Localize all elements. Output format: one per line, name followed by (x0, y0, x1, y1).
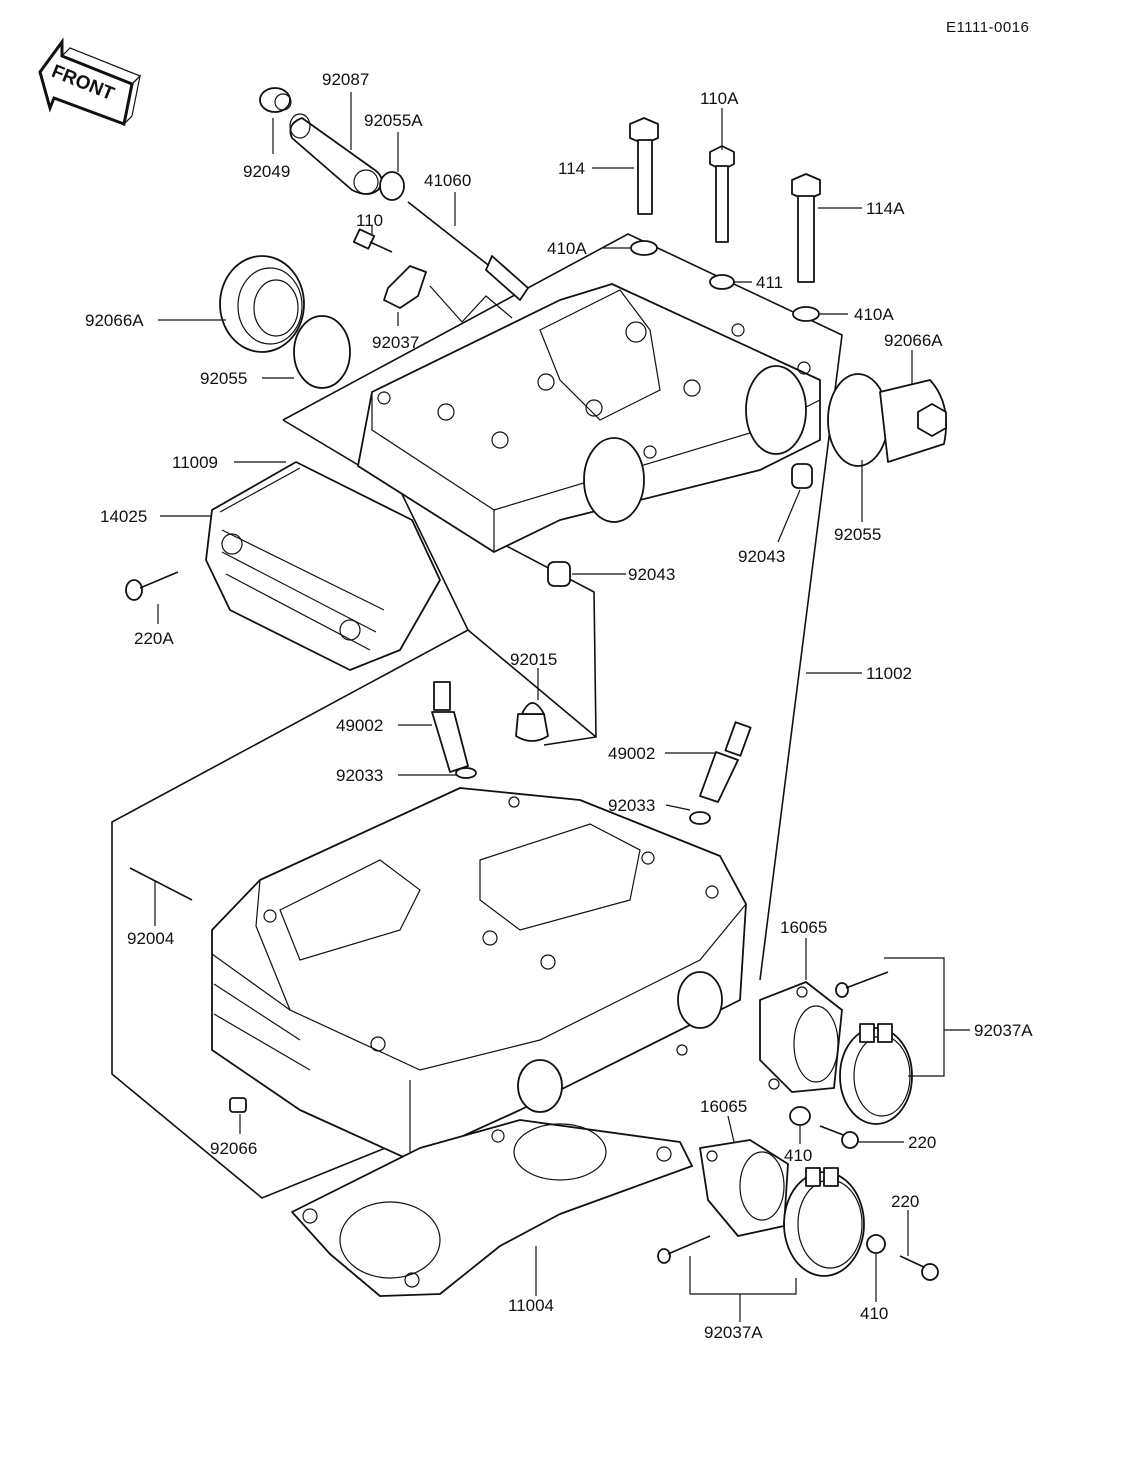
label-92055-right: 92055 (834, 525, 882, 544)
part-92049-cap (259, 87, 292, 113)
part-92043-dowel-mid (547, 561, 571, 587)
part-92066-plug (229, 1097, 247, 1113)
part-clamp-screw-lower (657, 1235, 711, 1264)
part-clamp-screw-upper (835, 971, 889, 998)
part-92066A-plug-left (219, 255, 305, 353)
label-114A: 114A (866, 199, 905, 218)
part-411-washer (709, 274, 735, 290)
part-410-washer-upper (789, 1106, 811, 1126)
label-49002-left: 49002 (336, 716, 384, 735)
head-assembly-outline (111, 629, 469, 1199)
part-16065-holder-upper (759, 981, 843, 1093)
front-arrow-icon (38, 37, 142, 127)
label-92049: 92049 (243, 162, 291, 181)
label-16065-upper: 16065 (780, 918, 828, 937)
cover-assembly-outline (282, 233, 843, 981)
label-49002-right: 49002 (608, 744, 656, 763)
part-92087-tube (289, 113, 383, 195)
label-92037: 92037 (372, 333, 420, 352)
part-410-washer-lower (866, 1234, 886, 1254)
part-220-screw-upper (819, 1125, 859, 1149)
part-110-bolt (352, 228, 393, 253)
label-11009: 11009 (172, 453, 219, 472)
label-410-upper: 410 (784, 1146, 813, 1165)
part-92043-dowel-right (791, 463, 813, 489)
label-16065-lower: 16065 (700, 1097, 748, 1116)
part-220-screw-lower (899, 1255, 939, 1281)
part-49002-guide-left (431, 681, 469, 773)
label-11002: 11002 (866, 664, 913, 683)
part-92015-acorn-nut (515, 702, 549, 742)
part-92037A-clamp-upper (839, 1023, 913, 1125)
label-220A: 220A (134, 629, 174, 648)
label-410A-right: 410A (854, 305, 894, 324)
label-92066: 92066 (210, 1139, 258, 1158)
label-92087: 92087 (322, 70, 370, 89)
reference-code: E1111-0016 (946, 19, 1030, 36)
label-92037A-bottom: 92037A (704, 1323, 763, 1342)
label-92066A-left: 92066A (85, 311, 144, 330)
label-92055-left: 92055 (200, 369, 248, 388)
label-92033-left: 92033 (336, 766, 384, 785)
part-49002-guide-right (699, 721, 752, 803)
part-92004-stud (129, 867, 193, 901)
label-92033-right: 92033 (608, 796, 656, 815)
part-92066A-plug-right (827, 373, 947, 467)
label-92004: 92004 (127, 929, 175, 948)
part-11002-head-cover (357, 283, 821, 553)
part-114A-bolt (791, 173, 821, 283)
part-114-bolt (629, 117, 659, 215)
part-92055-oring-left (293, 315, 351, 389)
label-220-lower: 220 (891, 1192, 920, 1211)
part-92033-clip-left (455, 767, 477, 779)
label-92066A-right: 92066A (884, 331, 943, 350)
part-cylinder-head (211, 787, 747, 1161)
label-114: 114 (558, 159, 586, 178)
part-92033-clip-right (689, 811, 711, 825)
label-92043-mid: 92043 (628, 565, 676, 584)
label-92015: 92015 (510, 650, 558, 669)
part-16065-holder-lower (699, 1139, 789, 1237)
part-410A-washer-left (630, 240, 658, 256)
label-14025: 14025 (100, 507, 148, 526)
label-410A-left: 410A (547, 239, 587, 258)
leader-lines (154, 92, 970, 1322)
label-410-lower: 410 (860, 1304, 889, 1323)
part-410A-washer-right (792, 306, 820, 322)
label-110A: 110A (700, 89, 739, 108)
label-11004: 11004 (508, 1296, 555, 1315)
label-92055A: 92055A (364, 111, 423, 130)
label-220-upper: 220 (908, 1133, 937, 1152)
part-220A-screw (125, 571, 179, 601)
part-14025-side-cover (205, 461, 441, 671)
label-411: 411 (756, 273, 784, 292)
part-11004-gasket (291, 1119, 693, 1297)
part-92037-bracket (383, 265, 427, 309)
part-110A-bolt (709, 145, 735, 243)
label-92043-right: 92043 (738, 547, 786, 566)
label-110: 110 (356, 211, 384, 230)
part-92055A-oring (379, 171, 405, 201)
label-92037A-right: 92037A (974, 1021, 1033, 1040)
label-41060: 41060 (424, 171, 472, 190)
part-92037A-clamp-lower (783, 1167, 865, 1277)
part-41060-shaft (407, 201, 529, 301)
